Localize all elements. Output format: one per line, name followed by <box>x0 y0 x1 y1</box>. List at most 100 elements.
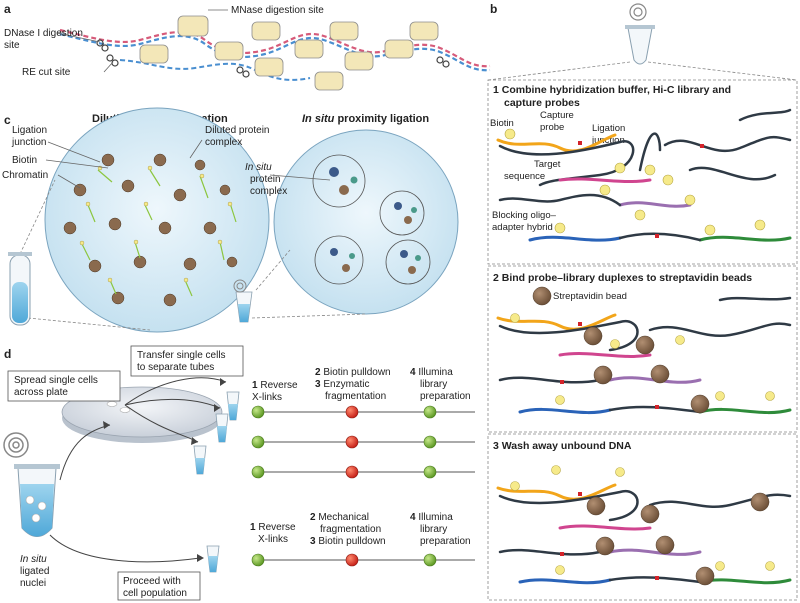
probe-magenta <box>558 177 652 184</box>
panel-a: a MNase digestion sit <box>4 2 491 91</box>
biotin-label: Biotin <box>12 155 37 166</box>
mnase-label: MNase digestion site <box>231 5 324 16</box>
proceed-label-1: Proceed with <box>123 576 181 587</box>
nucleosome <box>214 41 244 61</box>
step1-title-2: capture probes <box>504 97 580 109</box>
pipeline-node <box>251 553 437 567</box>
step2-drawing <box>496 286 792 415</box>
probe-magenta <box>558 524 652 531</box>
insitu-nuclei-1: In situ <box>20 554 47 565</box>
streptavidin-bead-label: Streptavidin bead <box>553 291 627 302</box>
probe-green <box>698 407 792 415</box>
nucleosome <box>254 57 284 77</box>
step3-drawing <box>496 465 792 586</box>
insitu-complex-2: protein <box>250 174 281 185</box>
dna-fragment <box>648 322 792 338</box>
step2-box <box>487 265 798 433</box>
bottom-step4-b: library <box>420 524 447 535</box>
probe-purple <box>608 548 702 556</box>
probe-orange <box>496 483 617 501</box>
probe-green <box>698 235 792 242</box>
capture-probe-orange <box>496 133 617 153</box>
scissors-icon <box>96 39 450 78</box>
transfer-callout <box>130 345 244 377</box>
dna-fragment <box>718 296 792 302</box>
panel-c: c Dilution proximity ligation In situ pr… <box>2 107 459 333</box>
panel-c-label: c <box>4 113 11 127</box>
dna-fragment <box>663 135 792 153</box>
nucleosome <box>344 51 374 71</box>
arrow-head <box>103 421 110 429</box>
top-step1-b: X-links <box>252 392 282 403</box>
nucleosome <box>294 39 324 59</box>
top-pipelines <box>251 405 475 479</box>
ligation-junction-1: Ligation <box>12 125 47 136</box>
nucleosome <box>177 15 209 37</box>
ligation-junction-2: junction <box>591 135 625 146</box>
insitu-compartments <box>312 154 431 285</box>
bottom-step1-a: 1 Reverse <box>250 522 296 533</box>
spread-label-1: Spread single cells <box>14 375 98 386</box>
leader-line <box>56 32 101 43</box>
panel-c-leaders <box>45 139 331 189</box>
probe-purple <box>618 201 692 208</box>
nucleosome <box>139 44 169 64</box>
insitu-title-rest: proximity ligation <box>334 113 429 125</box>
probe-blue <box>528 235 622 242</box>
target-sequence-1: Target <box>534 159 561 170</box>
probe-blue <box>518 407 612 415</box>
step1-box <box>487 79 798 265</box>
dnase-label-1: DNase I digestion <box>4 28 83 39</box>
nuclei-tube-icon <box>3 432 60 537</box>
bottom-step4-a: 4 Illumina <box>410 512 453 523</box>
insitu-complex-1: In situ <box>245 162 272 173</box>
panel-d-label: d <box>4 347 11 361</box>
nucleosome <box>384 39 414 59</box>
probe-blue <box>518 578 612 585</box>
re-cut-label: RE cut site <box>22 67 71 78</box>
step1-title-1: 1 Combine hybridization buffer, Hi-C lib… <box>493 84 731 96</box>
top-step4-c: preparation <box>420 391 471 402</box>
insitu-tube-icon <box>233 279 253 323</box>
dna-strand-blue <box>59 32 491 72</box>
probe-magenta <box>558 352 652 358</box>
nucleosome-group <box>139 15 439 91</box>
arrow-head <box>197 554 204 562</box>
bottom-step2-a: 2 Mechanical <box>310 512 369 523</box>
probe-green <box>698 578 792 585</box>
capture-probe-1: Capture <box>540 110 574 121</box>
insitu-title-em: In situ <box>302 113 335 125</box>
dna-fragment <box>738 108 792 122</box>
bottom-step4-c: preparation <box>420 536 471 547</box>
nucleosome <box>329 21 359 41</box>
insitu-title: In situ proximity ligation <box>302 113 429 125</box>
dnase-label-2: site <box>4 40 20 51</box>
streptavidin-bead <box>532 286 710 414</box>
insitu-nuclei-2: ligated <box>20 566 49 577</box>
compartment <box>314 235 364 285</box>
dna-fragment <box>618 232 702 242</box>
transfer-label-2: to separate tubes <box>137 362 214 373</box>
dilution-nucleus <box>44 107 270 333</box>
dna-fragment <box>498 193 622 207</box>
nucleosome <box>251 21 281 41</box>
bottom-step1-b: X-links <box>258 534 288 545</box>
step3-box <box>487 433 798 601</box>
panel-a-label: a <box>4 2 11 16</box>
panel-b-zoom-lines <box>487 61 798 81</box>
dna-fragment <box>638 132 662 172</box>
dna-fragment <box>498 319 639 352</box>
transfer-label-1: Transfer single cells <box>137 350 226 361</box>
insitu-nucleus <box>273 129 459 315</box>
top-step1-a: 1 Reverse <box>252 380 298 391</box>
capture-probe-2: probe <box>540 122 564 133</box>
insitu-nuclei-3: nuclei <box>20 578 46 589</box>
small-tube-icon <box>226 391 240 421</box>
bottom-pipeline <box>251 553 475 567</box>
top-step4-a: 4 Illumina <box>410 367 453 378</box>
dilution-tube-icon <box>8 252 32 326</box>
single-cell-tubes <box>193 391 240 573</box>
pipeline-node <box>251 405 437 479</box>
bottom-step2-b: fragmentation <box>320 524 381 535</box>
dna-strand-red <box>59 28 491 68</box>
